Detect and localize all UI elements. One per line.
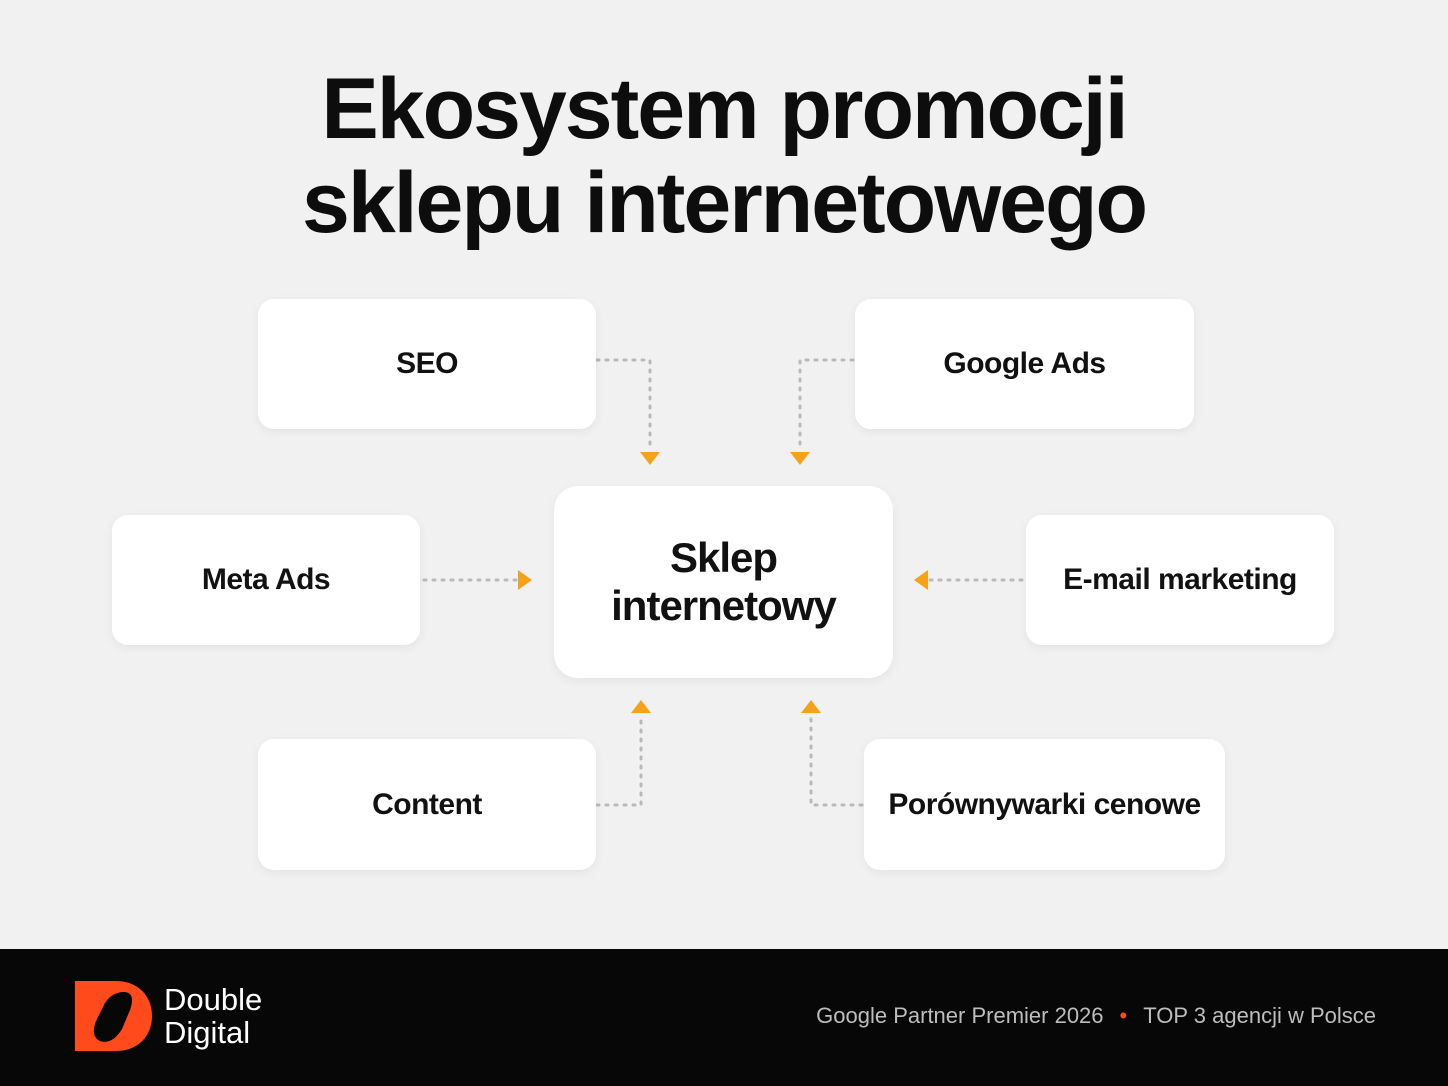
arrow-down-icon xyxy=(640,452,660,465)
node-online-store-line-2: internetowy xyxy=(611,582,837,629)
node-meta-ads: Meta Ads xyxy=(112,515,420,645)
node-meta-ads-label: Meta Ads xyxy=(201,563,331,596)
separator-dot: • xyxy=(1119,1003,1128,1028)
node-google-ads-label: Google Ads xyxy=(943,347,1106,380)
arrow-up-icon xyxy=(631,700,651,713)
node-online-store-line-1: Sklep xyxy=(669,534,778,581)
arrow-up-icon xyxy=(801,700,821,713)
logo-line-2: Digital xyxy=(164,1015,251,1050)
node-online-store: Sklep internetowy xyxy=(554,486,893,678)
footer-tagline: Google Partner Premier 2026 • TOP 3 agencj… xyxy=(816,1003,1376,1029)
connector-layer xyxy=(422,358,1024,807)
node-seo: SEO xyxy=(258,299,596,429)
node-email-marketing: E-mail marketing xyxy=(1026,515,1334,645)
footer: Double Digital Google Partner Premier 20… xyxy=(0,949,1448,1086)
arrow-right-icon xyxy=(518,570,532,590)
connector-price-comparison xyxy=(809,714,864,807)
badge-google-partner: Google Partner Premier 2026 xyxy=(816,1003,1104,1028)
logo-line-1: Double xyxy=(164,982,263,1017)
title-line-2: sklepu internetowego xyxy=(301,155,1148,251)
title-line-1: Ekosystem promocji xyxy=(321,61,1128,157)
connector-google-ads xyxy=(798,358,855,450)
node-email-marketing-label: E-mail marketing xyxy=(1063,563,1297,596)
connector-content xyxy=(595,714,643,807)
page-title: Ekosystem promocji sklepu internetowego xyxy=(0,62,1448,250)
arrow-left-icon xyxy=(914,570,928,590)
logo-wordmark: Double Digital xyxy=(164,983,262,1049)
connector-seo xyxy=(595,358,652,450)
node-content: Content xyxy=(258,739,596,870)
node-price-comparison-label: Porównywarki cenowe xyxy=(888,787,1201,821)
arrow-down-icon xyxy=(790,452,810,465)
node-price-comparison: Porównywarki cenowe xyxy=(864,739,1225,870)
node-google-ads: Google Ads xyxy=(855,299,1194,429)
node-seo-label: SEO xyxy=(396,347,458,380)
double-digital-logo-icon xyxy=(75,981,152,1051)
badge-top3: TOP 3 agencji w Polsce xyxy=(1143,1003,1376,1028)
node-content-label: Content xyxy=(372,787,482,821)
